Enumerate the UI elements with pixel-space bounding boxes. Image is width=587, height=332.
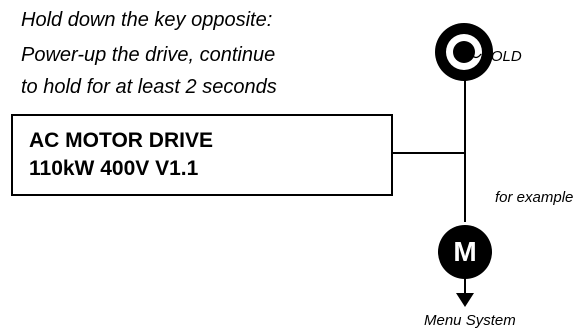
hold-wave-icon: [460, 50, 482, 59]
menu-key-icon[interactable]: [438, 225, 492, 279]
instruction-line-1: Hold down the key opposite:: [21, 9, 273, 31]
display-line-1: AC MOTOR DRIVE: [29, 129, 213, 152]
instruction-line-3: to hold for at least 2 seconds: [21, 76, 277, 98]
down-arrow-icon: [456, 293, 474, 307]
drive-display: AC MOTOR DRIVE 110kW 400V V1.1: [11, 114, 393, 196]
hold-label: HOLD: [480, 48, 522, 65]
menu-system-label: Menu System: [424, 312, 516, 329]
display-line-2: 110kW 400V V1.1: [29, 157, 199, 180]
instruction-line-2: Power-up the drive, continue: [21, 44, 276, 66]
for-example-label: for example: [495, 189, 574, 206]
menu-key-label: M: [453, 236, 477, 267]
